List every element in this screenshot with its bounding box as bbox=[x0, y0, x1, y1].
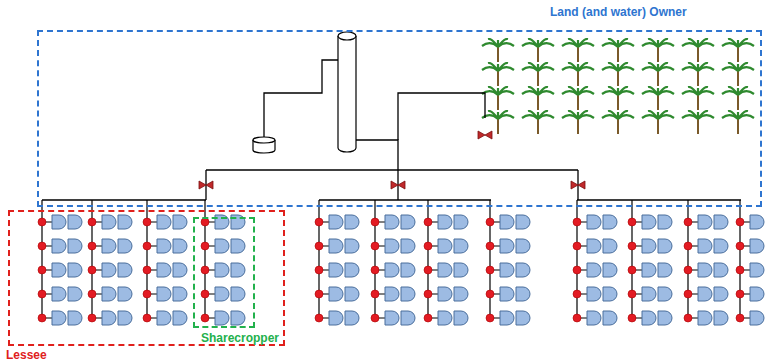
valve-symbol bbox=[199, 131, 585, 189]
sharecropper-region: Sharecropper bbox=[193, 217, 255, 328]
owner-region: Land (and water) Owner bbox=[37, 30, 762, 207]
dripper-rows bbox=[38, 200, 764, 325]
region-label: Lessee bbox=[6, 348, 47, 362]
water-pipes bbox=[42, 60, 741, 200]
region-label: Sharecropper bbox=[201, 331, 279, 345]
region-label: Land (and water) Owner bbox=[550, 5, 687, 19]
lessee-region: LesseeSharecropper bbox=[8, 210, 285, 346]
palm-grove bbox=[478, 38, 756, 134]
well-tank bbox=[253, 32, 356, 153]
